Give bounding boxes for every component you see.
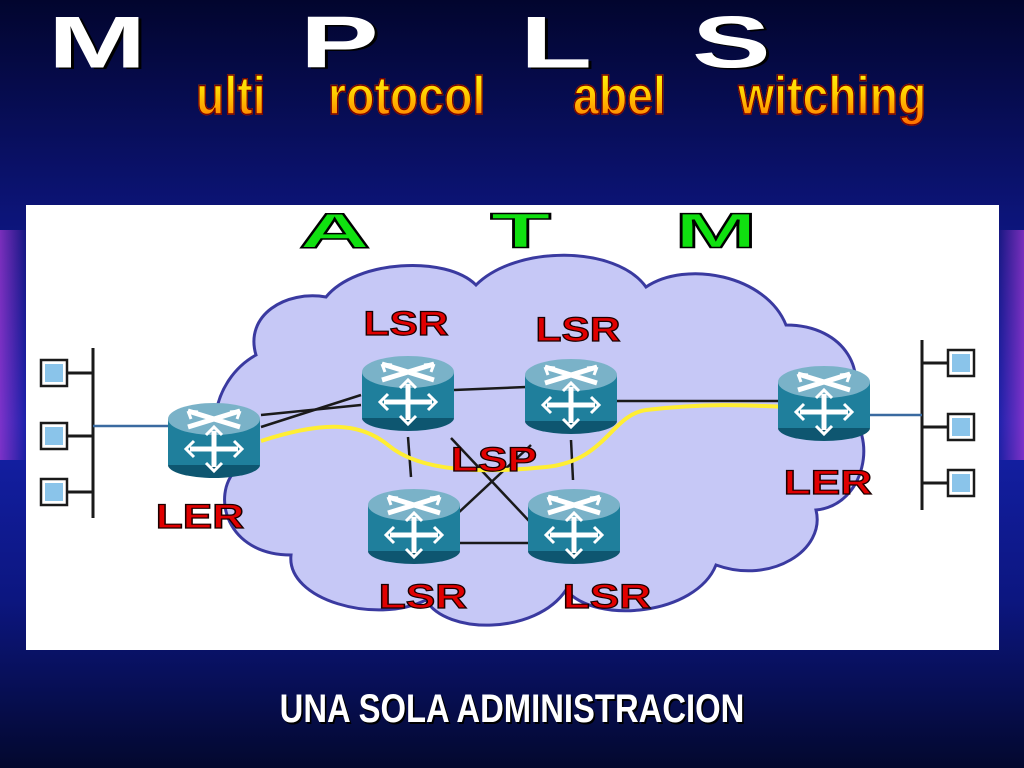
router-icon — [368, 489, 460, 564]
router-label: LSR — [536, 311, 621, 349]
left-side-glow — [0, 230, 28, 460]
lsp-path — [260, 403, 787, 473]
router-label: LSR — [563, 578, 651, 616]
router-label: LSR — [364, 305, 449, 343]
title-word-ulti: ulti — [195, 65, 266, 127]
left-host-bus — [66, 348, 95, 518]
right-host-bus — [920, 340, 948, 510]
computer-icon — [39, 477, 69, 507]
computer-icon — [39, 421, 69, 451]
footer-caption: UNA SOLA ADMINISTRACION — [279, 687, 745, 731]
router-label: LSR — [379, 578, 467, 616]
title-letter-m: M — [48, 1, 147, 84]
computer-icon — [946, 468, 976, 498]
router-icon — [362, 356, 454, 431]
router-icon — [525, 359, 617, 434]
computer-icon — [946, 412, 976, 442]
router-icon — [168, 403, 260, 478]
lsp-label: LSP — [451, 441, 537, 479]
title-word-rotocol: rotocol — [327, 65, 486, 127]
router-label: LER — [784, 464, 872, 502]
mpls-network-diagram: A T M LSR LSR LER LER LSR LSR LSP — [39, 205, 976, 627]
computer-icon — [39, 358, 69, 388]
title-word-witching: witching — [737, 65, 927, 127]
atm-label: A T M — [299, 205, 805, 258]
diagram-panel: A T M LSR LSR LER LER LSR LSR LSP — [26, 205, 999, 650]
title-letter-p: P — [300, 1, 379, 84]
computer-icon — [946, 348, 976, 378]
right-side-glow — [996, 230, 1024, 460]
title-letter-l: L — [520, 1, 593, 84]
router-icon — [528, 489, 620, 564]
title-letter-s: S — [692, 1, 771, 84]
router-icon — [778, 366, 870, 441]
title-word-abel: abel — [572, 65, 666, 127]
router-label: LER — [156, 498, 244, 536]
